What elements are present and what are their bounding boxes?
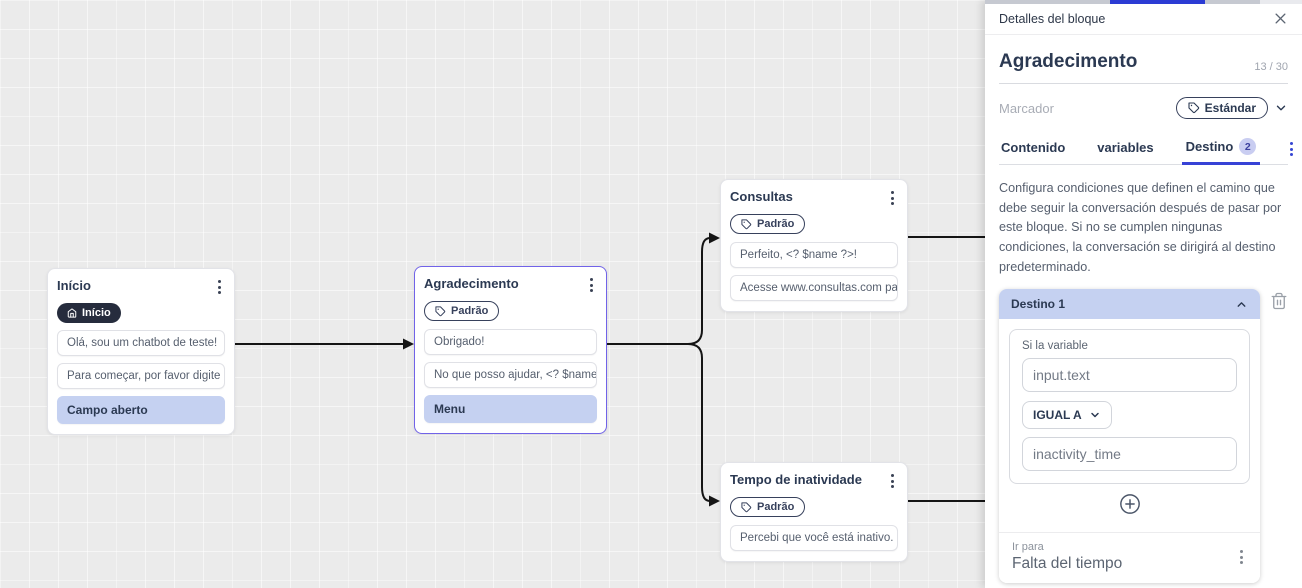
trash-icon[interactable] [1270, 292, 1288, 310]
chevron-down-icon[interactable] [1274, 101, 1288, 115]
home-icon [67, 308, 77, 318]
tag-icon [435, 305, 446, 316]
node-title: Início [57, 278, 91, 293]
message-row[interactable]: Para começar, por favor digite o ... [57, 363, 225, 389]
message-row[interactable]: Olá, sou um chatbot de teste! [57, 330, 225, 356]
block-name-field[interactable]: Agradecimento [999, 51, 1138, 72]
destination-description: Configura condiciones que definen el cam… [999, 181, 1282, 274]
chevron-up-icon[interactable] [1235, 298, 1248, 311]
destination-card: Destino 1 Si la variable input.text IGUA… [999, 289, 1260, 584]
tab-variables[interactable]: variables [1097, 140, 1154, 155]
variable-input[interactable]: input.text [1022, 358, 1237, 393]
node-menu-icon[interactable] [586, 276, 597, 294]
message-row[interactable]: Obrigado! [424, 328, 597, 355]
arrowhead [709, 232, 720, 244]
tag-icon [1188, 102, 1199, 114]
marcador-select[interactable]: Estándar [1175, 97, 1268, 119]
edge-branch-up [687, 237, 711, 345]
goto-label: Ir para [1012, 541, 1044, 554]
edge-branch-down [687, 343, 711, 502]
close-icon[interactable] [1273, 11, 1288, 26]
panel-top-strip [985, 0, 1302, 4]
tag-icon [741, 218, 752, 229]
panel-header-title: Detalles del bloque [999, 11, 1106, 26]
message-row[interactable]: Perfeito, <? $name ?>! [730, 241, 898, 268]
destino-count-badge: 2 [1239, 138, 1257, 155]
active-tab-indicator-top [1110, 0, 1205, 4]
arrowhead [403, 338, 414, 350]
node-agradecimento[interactable]: Agradecimento Padrão Obrigado! No que po… [414, 266, 607, 434]
message-row[interactable]: Percebi que você está inativo. C... [730, 524, 898, 551]
node-consultas[interactable]: Consultas Padrão Perfeito, <? $name ?>! … [720, 179, 908, 312]
block-details-panel: Detalles del bloque Agradecimento 13 / 3… [985, 0, 1302, 588]
tab-destino[interactable]: Destino 2 [1181, 134, 1260, 165]
node-menu-icon[interactable] [887, 189, 898, 207]
chevron-down-icon [1090, 412, 1099, 418]
node-badge: Padrão [424, 301, 500, 321]
panel-tabs: Contenido variables Destino 2 [999, 134, 1294, 165]
node-badge: Padrão [730, 214, 806, 234]
operator-select[interactable]: IGUAL A [1022, 401, 1112, 430]
add-condition-icon[interactable] [1119, 493, 1141, 515]
node-inicio[interactable]: Início Início Olá, sou um chatbot de tes… [47, 268, 235, 435]
node-title: Tempo de inatividade [730, 472, 862, 487]
destination-header[interactable]: Destino 1 [999, 289, 1260, 320]
goto-target[interactable]: Falta del tiempo [1012, 555, 1123, 573]
message-row[interactable]: Acesse www.consultas.com par... [730, 274, 898, 301]
condition-label: Si la variable [1022, 340, 1088, 353]
tabs-menu-icon[interactable] [1286, 140, 1297, 158]
tab-contenido[interactable]: Contenido [1001, 140, 1066, 155]
node-title: Consultas [730, 189, 793, 204]
marcador-label: Marcador [999, 100, 1054, 116]
node-tempo-inatividade[interactable]: Tempo de inatividade Padrão Percebi que … [720, 462, 908, 562]
node-menu-icon[interactable] [887, 472, 898, 490]
condition-card: Si la variable input.text IGUAL A inacti… [1009, 329, 1250, 485]
node-badge: Padrão [730, 497, 806, 517]
action-row[interactable]: Menu [424, 394, 597, 423]
arrowhead [709, 495, 720, 507]
tag-icon [741, 501, 752, 512]
node-badge: Início [57, 303, 121, 323]
divider [999, 83, 1288, 84]
node-title: Agradecimento [424, 276, 519, 291]
message-row[interactable]: No que posso ajudar, <? $name ... [424, 361, 597, 388]
goto-menu-icon[interactable] [1236, 548, 1247, 566]
node-menu-icon[interactable] [214, 278, 225, 296]
char-counter: 13 / 30 [1254, 61, 1288, 73]
value-input[interactable]: inactivity_time [1022, 437, 1237, 472]
action-row[interactable]: Campo aberto [57, 396, 225, 424]
